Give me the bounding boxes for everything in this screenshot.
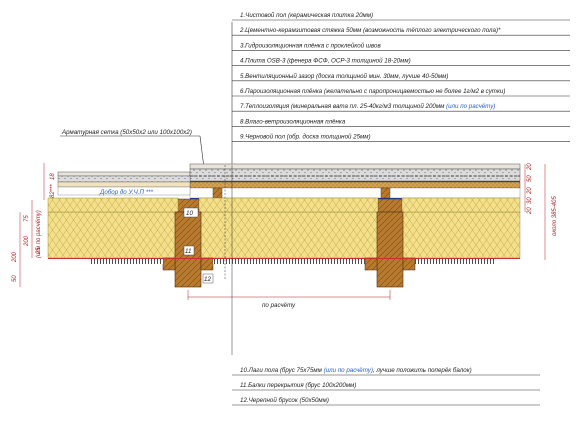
callout-item: 4.Плита OSB-3 (фенера ФСФ, ОСР-3 толщино…	[240, 58, 411, 65]
callout-item: 8.Влаго-ветроизоляционная плёнка	[240, 118, 346, 125]
left-dim-label: (или по расчёту)	[36, 210, 42, 258]
left-screed	[57, 175, 191, 183]
floor-section: 10 11 12	[47, 163, 521, 355]
right-dim-label: 20	[527, 187, 533, 195]
callout-item: 5.Вентиляционный зазор (доска толщиной м…	[240, 73, 448, 80]
callout-item: 10.Лаги пола (брус 75х75мм (или по расчё…	[240, 367, 472, 374]
insulation-layer	[47, 211, 521, 259]
left-joist-board	[57, 186, 191, 196]
rebar-label: Арматурная сетка (50х50х2 или 100х100х2)	[61, 129, 192, 136]
callout-item: 6.Пароизоляционная плёнка (желательно с …	[240, 88, 505, 95]
span-dimension: по расчёту	[187, 290, 391, 309]
right-dim-label: 20	[527, 163, 533, 171]
callout-item: 11.Балки перекрытия (брус 100х200мм)	[240, 382, 356, 389]
insulation-top-mid	[198, 197, 379, 213]
callout-item: 9.Черновой пол (обр. доска толщиной 25мм…	[240, 134, 371, 141]
left-dim-label: 200	[24, 235, 30, 247]
vent-gap	[189, 187, 521, 199]
floor-joist	[377, 198, 403, 213]
callout-item: 3.Гидроизоляционная плёнка с проклейкой …	[240, 42, 381, 49]
left-osb	[57, 181, 191, 188]
cranial-bar	[200, 257, 214, 271]
left-dim-label: 75	[24, 215, 30, 222]
right-dim-label: 20	[527, 207, 533, 215]
marker-beam: 11	[185, 248, 191, 255]
top-left-dim-label: 18	[50, 173, 56, 180]
osb-layer	[189, 181, 521, 189]
right-dim-label: 50	[527, 175, 533, 182]
screed-layer	[189, 168, 521, 182]
insulation-top-right	[401, 197, 521, 213]
marker-cranial: 12	[204, 276, 211, 283]
marker-joist: 10	[186, 210, 193, 217]
floor-beam	[376, 211, 404, 288]
right-dimensions: 20 50 20 30 20 около 385-405	[524, 163, 558, 260]
rebar-callout: Арматурная сетка (50х50х2 или 100х100х2)	[60, 129, 206, 177]
callout-item: 1.Чистовой пол (керамическая плитка 20мм…	[240, 12, 373, 19]
span-label: по расчёту	[262, 302, 296, 309]
left-dim-label: 25	[36, 247, 42, 255]
callout-list-top: 1.Чистовой пол (керамическая плитка 20мм…	[231, 12, 570, 165]
cranial-bar	[364, 257, 378, 271]
left-dimensions: 200 50 25 75 200 (или по расчёту) 18 82***	[12, 163, 56, 287]
vent-board	[380, 187, 391, 199]
right-total-dim: около 385-405	[552, 196, 558, 236]
rough-floor	[90, 259, 163, 264]
tile-layer	[189, 163, 521, 170]
left-dim-label: 50	[12, 275, 18, 282]
callout-item: 2.Цементно-керамзитовая стяжка 50мм (воз…	[239, 27, 501, 34]
vent-board	[212, 187, 223, 199]
callout-item: 7.Теплоизоляция (минеральная вата пл. 25…	[240, 103, 495, 110]
addition-callout: Добор до У.Ч.П ***	[99, 189, 154, 196]
addition-label: Добор до У.Ч.П ***	[99, 189, 154, 196]
rough-floor	[213, 259, 365, 264]
rough-floor	[415, 259, 495, 264]
callout-item: 12.Черепной брусок (50х50мм)	[240, 397, 329, 404]
cranial-bar	[162, 257, 176, 271]
top-left-dim-label: 82***	[50, 184, 56, 198]
right-dim-label: 30	[527, 197, 533, 204]
callout-list-bottom: 10.Лаги пола (брус 75х75мм (или по расчё…	[232, 367, 540, 406]
tile-layer-left	[57, 171, 191, 177]
cranial-bar	[402, 257, 416, 271]
left-dim-label: 200	[12, 251, 18, 263]
insulation-top-left	[47, 197, 179, 213]
